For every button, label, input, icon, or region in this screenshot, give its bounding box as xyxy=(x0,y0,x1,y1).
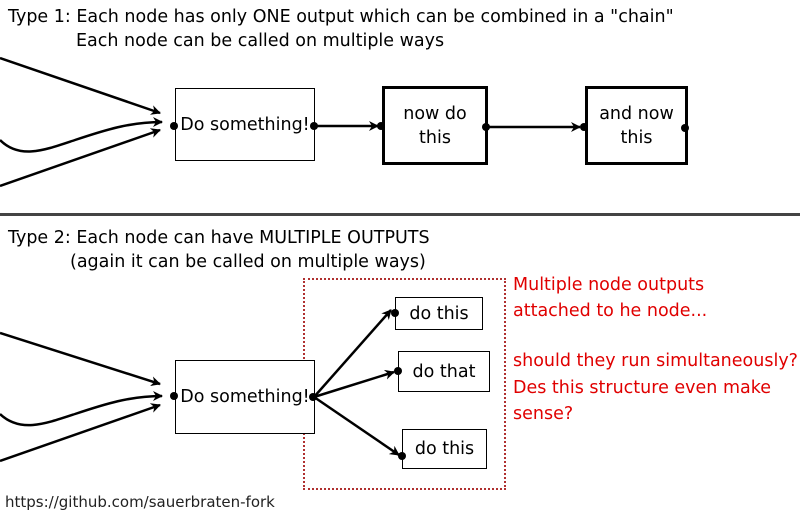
output-node-do-that: do that xyxy=(398,351,490,392)
note-line: should they run simultaneously? xyxy=(513,351,798,371)
type1-subtitle: Each node can be called on multiple ways xyxy=(76,31,445,51)
note-line: sense? xyxy=(513,404,574,424)
note-line: Multiple node outputs xyxy=(513,275,705,295)
output-wire xyxy=(313,395,400,457)
type2-title: Type 2: Each node can have MULTIPLE OUTP… xyxy=(8,228,430,248)
output-wire xyxy=(313,309,392,398)
incoming-wire xyxy=(0,331,161,387)
note-line: Des this structure even make xyxy=(513,378,771,398)
node-now-do-this: now do this xyxy=(382,86,488,165)
output-port xyxy=(309,393,317,401)
output-port xyxy=(377,122,385,130)
output-port xyxy=(394,367,402,375)
output-node-do-this-2: do this xyxy=(402,429,487,469)
incoming-wire xyxy=(0,128,161,188)
output-port xyxy=(681,124,689,132)
node-label: now do this xyxy=(403,103,467,148)
incoming-wire xyxy=(0,403,161,463)
output-port xyxy=(391,309,399,317)
node-do-something: Do something! xyxy=(175,88,315,161)
type2-subtitle: (again it can be called on multiple ways… xyxy=(70,252,426,272)
output-wire xyxy=(313,369,395,399)
node-label: Do something! xyxy=(180,114,310,135)
type1-title: Type 1: Each node has only ONE output wh… xyxy=(8,7,674,27)
node-label: and now this xyxy=(599,103,674,148)
incoming-wire xyxy=(0,56,161,115)
output-port xyxy=(398,452,406,460)
footer-url: https://github.com/sauerbraten-fork xyxy=(5,493,275,511)
output-port xyxy=(170,392,178,400)
node-label: do this xyxy=(409,303,469,324)
section-divider xyxy=(0,213,800,216)
node-label: Do something! xyxy=(180,387,310,407)
incoming-wire xyxy=(0,391,163,427)
output-node-do-this-1: do this xyxy=(395,297,483,330)
output-port xyxy=(310,122,318,130)
output-port xyxy=(482,123,490,131)
note-line: attached to he node... xyxy=(513,301,708,321)
output-port xyxy=(580,123,588,131)
node-label: do this xyxy=(414,439,475,459)
output-port xyxy=(170,122,178,130)
node-label: do that xyxy=(412,361,476,382)
incoming-wire xyxy=(0,117,163,153)
